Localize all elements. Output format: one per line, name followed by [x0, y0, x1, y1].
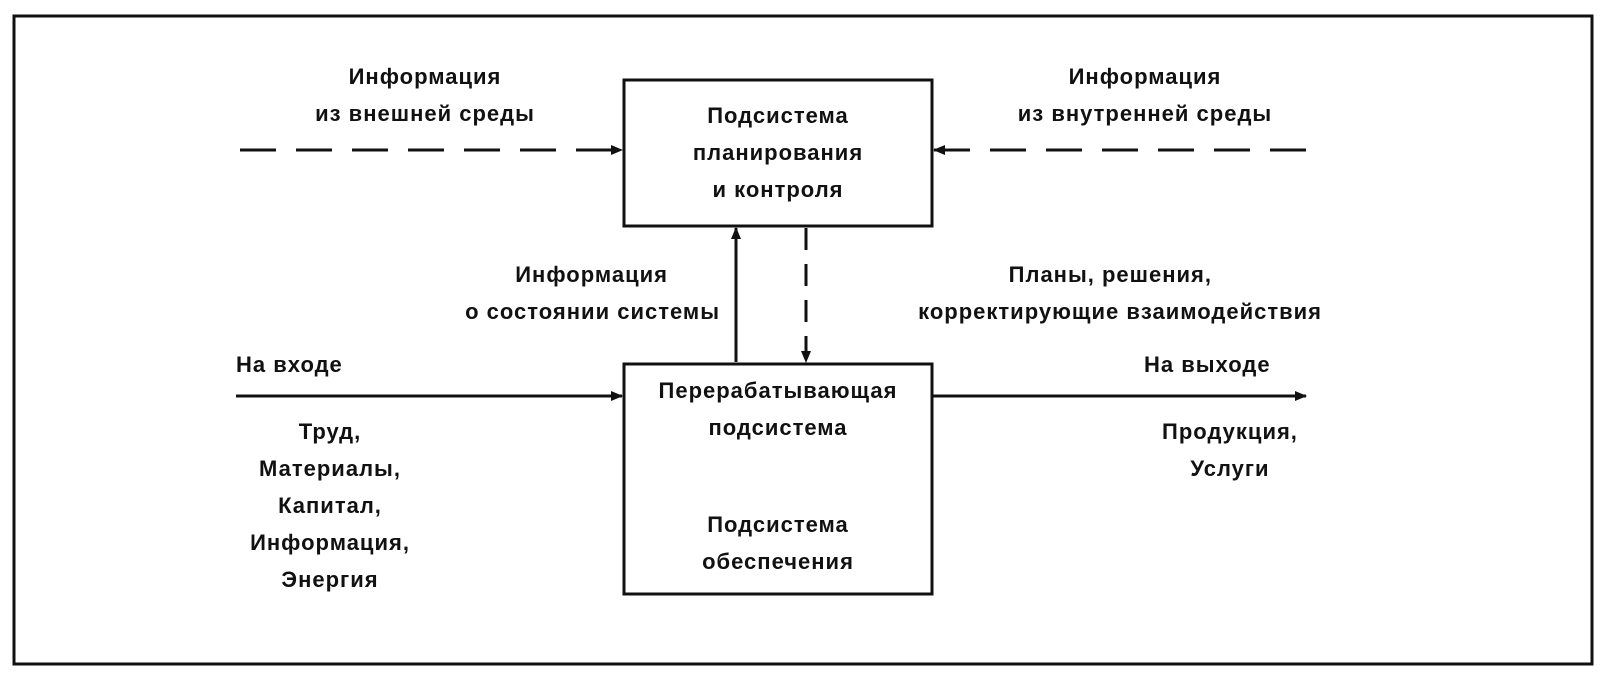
processing-box-bottom-line-2: обеспечения [702, 549, 854, 574]
output-item: Услуги [1190, 456, 1270, 481]
internal-info-line-2: из внутренней среды [1017, 101, 1273, 126]
output-items: Продукция, Услуги [1120, 413, 1340, 487]
state-info-line-2: о состоянии системы [465, 299, 720, 324]
plans-label: Планы, решения, корректирующие взаимодей… [832, 256, 1322, 330]
plans-line-1: Планы, решения, [1008, 262, 1212, 287]
processing-box-top-text: Перерабатывающая подсистема [626, 372, 930, 446]
input-item: Капитал, [278, 493, 382, 518]
external-info-line-2: из внешней среды [315, 101, 535, 126]
input-item: Труд, [298, 419, 362, 444]
input-items: Труд, Материалы, Капитал, Информация, Эн… [210, 413, 450, 598]
input-heading: На входе [236, 352, 343, 377]
processing-box-bottom-line-1: Подсистема [707, 512, 849, 537]
output-heading: На выходе [1144, 352, 1271, 377]
internal-info-line-1: Информация [1068, 64, 1222, 89]
internal-info-label: Информация из внутренней среды [960, 58, 1330, 132]
processing-box-bottom-text: Подсистема обеспечения [626, 506, 930, 580]
external-info-label: Информация из внешней среды [250, 58, 600, 132]
state-info-label: Информация о состоянии системы [400, 256, 720, 330]
input-item: Энергия [281, 567, 379, 592]
plans-line-2: корректирующие взаимодействия [918, 299, 1322, 324]
outer-frame [12, 14, 1594, 666]
output-item: Продукция, [1162, 419, 1298, 444]
processing-box-top-line-2: подсистема [708, 415, 848, 440]
planning-box-line-1: Подсистема [707, 103, 849, 128]
input-item: Материалы, [259, 456, 401, 481]
input-item: Информация, [250, 530, 410, 555]
planning-subsystem-box [622, 78, 934, 228]
external-info-line-1: Информация [348, 64, 502, 89]
state-info-line-1: Информация [515, 262, 668, 287]
processing-subsystem-box [622, 362, 934, 596]
planning-box-text: Подсистема планирования и контроля [626, 97, 930, 208]
planning-box-line-3: и контроля [712, 177, 844, 202]
planning-box-line-2: планирования [692, 140, 864, 165]
processing-box-top-line-1: Перерабатывающая [658, 378, 898, 403]
